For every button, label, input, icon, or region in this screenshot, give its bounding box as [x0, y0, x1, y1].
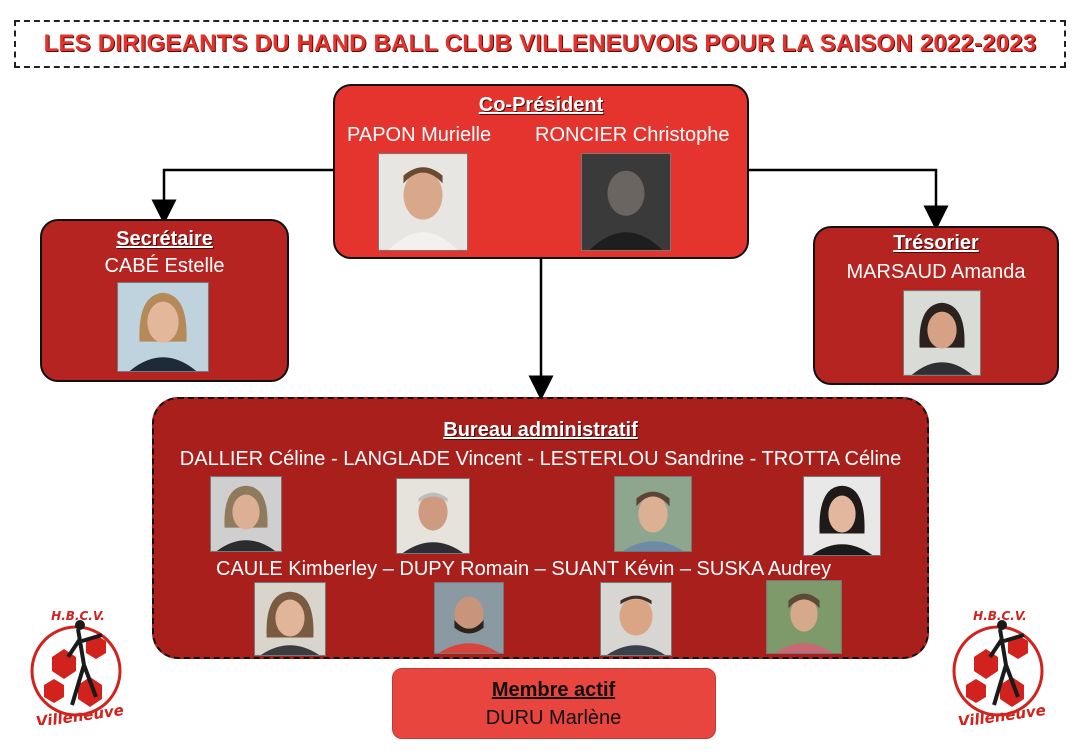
photo-caule [254, 582, 326, 656]
svg-text:H.B.C.V.: H.B.C.V. [973, 609, 1027, 623]
tresorier-box: Trésorier MARSAUD Amanda [813, 226, 1059, 385]
photo-papon [378, 153, 468, 251]
photo-langlade [396, 478, 470, 554]
club-logo-right: H.B.C.V. Villeneuve [944, 605, 1056, 725]
membre-name: DURU Marlène [485, 707, 622, 729]
page-title: LES DIRIGEANTS DU HAND BALL CLUB VILLENE… [43, 30, 1037, 57]
membre-heading: Membre actif [491, 679, 616, 701]
photo-marsaud [903, 290, 981, 376]
secretaire-name: CABÉ Estelle [104, 255, 225, 277]
arrow-to-secretaire [151, 168, 334, 225]
copresident-heading: Co-Président [478, 94, 604, 116]
photo-roncier [581, 153, 671, 251]
photo-dupy [434, 582, 504, 654]
photo-suant [600, 582, 672, 656]
secretaire-box: Secrétaire CABÉ Estelle [40, 219, 289, 382]
title-banner: LES DIRIGEANTS DU HAND BALL CLUB VILLENE… [14, 20, 1066, 68]
copresident-name-1: PAPON Murielle [347, 124, 492, 146]
tresorier-name: MARSAUD Amanda [846, 261, 1026, 283]
bureau-heading: Bureau administratif [443, 419, 638, 441]
tresorier-heading: Trésorier [893, 232, 979, 254]
svg-text:H.B.C.V.: H.B.C.V. [51, 609, 105, 623]
arrow-to-tresorier [748, 168, 949, 231]
photo-trotta [803, 476, 881, 556]
photo-cabe [117, 282, 209, 372]
copresident-name-2: RONCIER Christophe [535, 124, 730, 146]
bureau-row-1: DALLIER Céline - LANGLADE Vincent - LEST… [179, 448, 902, 470]
secretaire-heading: Secrétaire [116, 228, 213, 250]
membre-box: Membre actif DURU Marlène [392, 668, 716, 739]
photo-suska [766, 580, 842, 654]
photo-dallier [210, 476, 282, 552]
bureau-row-2: CAULE Kimberley – DUPY Romain – SUANT Ké… [216, 558, 832, 580]
copresident-box: Co-Président PAPON Murielle RONCIER Chri… [333, 84, 749, 259]
photo-lesterlou [614, 476, 692, 552]
club-logo-left: H.B.C.V. Villeneuve [22, 605, 134, 725]
bureau-box: Bureau administratif DALLIER Céline - LA… [152, 397, 929, 659]
